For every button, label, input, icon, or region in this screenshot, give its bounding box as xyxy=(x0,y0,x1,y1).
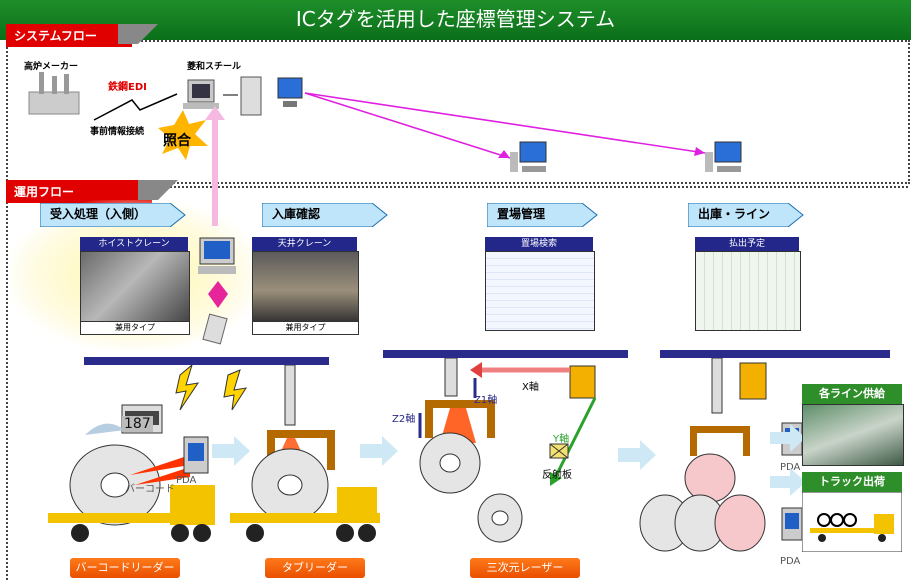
line-supply-box: 各ライン供給 xyxy=(802,384,902,404)
stage-chevron-4 xyxy=(688,203,804,227)
stage-chevron-3 xyxy=(487,203,598,227)
stage-label-4: 出庫・ライン xyxy=(698,207,771,221)
tab-slant-2 xyxy=(138,180,178,200)
match-burst-icon xyxy=(158,110,208,160)
storage-scene xyxy=(230,365,380,542)
truck-icon xyxy=(802,492,902,552)
panel-dispatch: 払出予定 xyxy=(695,237,799,251)
dispatch-scene xyxy=(639,358,803,552)
rail-3 xyxy=(660,350,890,358)
stage-label-3: 置場管理 xyxy=(497,207,546,221)
system-flow-box xyxy=(6,40,910,184)
network-arrows xyxy=(304,92,706,159)
rail-1 xyxy=(84,357,329,365)
pda-label-2: PDA xyxy=(780,462,801,473)
tab-slant xyxy=(118,24,158,44)
client-pc-icon-2 xyxy=(705,141,742,172)
tab-ops-flow: 運用フロー xyxy=(6,180,152,203)
panel-ceiling: 天井クレーン xyxy=(252,237,357,251)
hoist-photo xyxy=(80,251,190,323)
stage-chevron-1 xyxy=(40,203,186,227)
stage-chevron-2 xyxy=(262,203,388,227)
tab-system-flow: システムフロー xyxy=(6,24,132,47)
stage-label-1: 受入処理（入側） xyxy=(50,207,147,221)
dispatch-screen xyxy=(695,251,801,331)
pre-info-label: 事前情報接続 xyxy=(90,127,145,137)
flow-arrow-3 xyxy=(618,440,656,470)
client-pc-icon-1 xyxy=(510,141,547,172)
rail-2 xyxy=(383,350,628,358)
title-bar xyxy=(0,0,911,40)
blast-furnace-label: 高炉メーカー xyxy=(24,62,79,72)
panel-hoist: ホイストクレーン xyxy=(80,237,188,251)
edi-label: 鉄鋼EDI xyxy=(108,82,147,93)
match-label: 照合 xyxy=(163,133,191,149)
y-axis-label: Y軸 xyxy=(553,434,570,445)
branch-arrows xyxy=(770,424,806,496)
lightning-link-icon xyxy=(93,93,178,121)
truck-ship-box: トラック出荷 xyxy=(802,472,902,492)
z2-axis-label: Z2軸 xyxy=(392,414,416,425)
up-arrow xyxy=(205,106,225,226)
tag-reader-label: タブリーダー xyxy=(265,558,365,578)
x-axis-label: X軸 xyxy=(522,382,539,393)
stage-label-2: 入庫確認 xyxy=(272,207,321,221)
flow-arrow-2 xyxy=(360,436,398,466)
reflector-label: 反射板 xyxy=(542,470,572,481)
company-label: 菱和スチール xyxy=(187,62,242,72)
type-label-1: 兼用タイプ xyxy=(80,321,190,335)
display-number: 187 xyxy=(122,416,153,432)
barcode-reader-label: バーコードリーダー xyxy=(70,558,180,578)
page-title: ICタグを活用した座標管理システム xyxy=(295,7,616,31)
z1-axis-label: Z1軸 xyxy=(474,395,498,406)
flow-arrow-1 xyxy=(212,436,250,466)
yard-laser-scene xyxy=(418,358,597,543)
type-label-2: 兼用タイプ xyxy=(252,321,359,335)
laser-label: 三次元レーザー xyxy=(470,558,580,578)
pda-label-3: PDA xyxy=(780,556,801,567)
ceiling-photo xyxy=(252,251,359,323)
pc-tag-reader-icon xyxy=(198,237,236,345)
panel-yard-search: 置場検索 xyxy=(485,237,593,251)
pda-label-1: PDA xyxy=(176,475,197,486)
line-supply-photo xyxy=(802,404,904,466)
yard-screen xyxy=(485,251,595,331)
factory-icon xyxy=(28,72,80,115)
barcode-label: バーコード xyxy=(125,484,175,495)
server-computers-icon xyxy=(183,76,303,116)
